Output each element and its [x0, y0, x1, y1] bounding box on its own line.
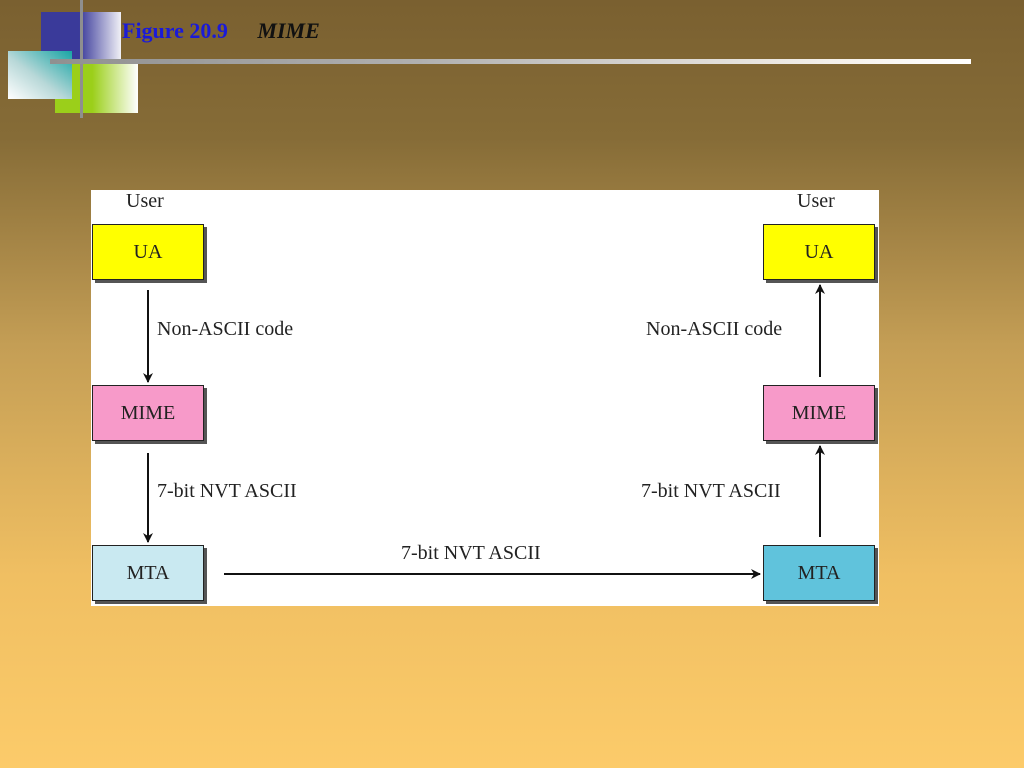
figure-title: MIME — [257, 18, 320, 43]
slide-title: Figure 20.9 MIME — [122, 18, 320, 44]
title-underline — [50, 59, 971, 64]
right-user-label: User — [797, 190, 835, 212]
left-mta-label: MTA — [126, 561, 170, 584]
left-ua-box: UA — [92, 224, 204, 280]
right-edge-label-mta-mime: 7-bit NVT ASCII — [641, 480, 781, 502]
right-mime-box: MIME — [763, 385, 875, 441]
left-mta-box: MTA — [92, 545, 204, 601]
right-edge-label-mime-ua: Non-ASCII code — [646, 318, 783, 340]
right-ua-box: UA — [763, 224, 875, 280]
right-ua-label: UA — [804, 240, 834, 263]
right-mime-label: MIME — [791, 401, 847, 424]
figure-number: Figure 20.9 — [122, 18, 228, 43]
mime-diagram: User UA Non-ASCII code MIME 7-bit NVT AS… — [91, 190, 879, 606]
left-edge-label-ua-mime: Non-ASCII code — [157, 318, 294, 340]
left-mime-label: MIME — [120, 401, 176, 424]
arrows-layer — [143, 284, 825, 579]
right-mta-label: MTA — [797, 561, 841, 584]
left-edge-label-mime-mta: 7-bit NVT ASCII — [157, 480, 297, 502]
left-user-label: User — [126, 190, 164, 212]
left-ua-label: UA — [133, 240, 163, 263]
transfer-edge-label: 7-bit NVT ASCII — [401, 542, 541, 564]
left-mime-box: MIME — [92, 385, 204, 441]
right-mta-box: MTA — [763, 545, 875, 601]
